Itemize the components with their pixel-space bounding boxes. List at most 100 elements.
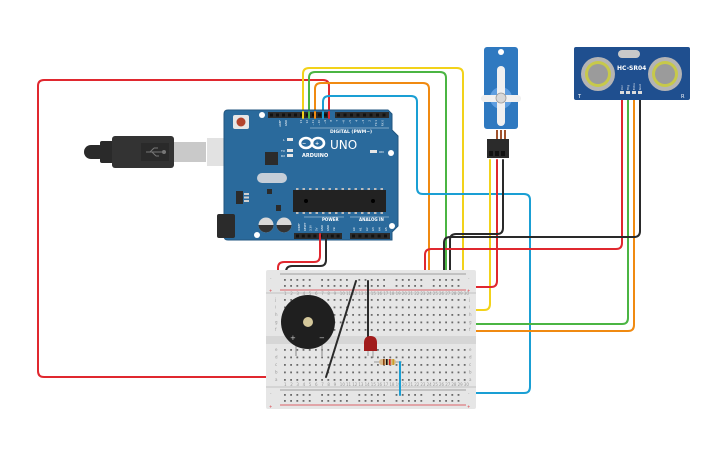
- header-pin[interactable]: [350, 113, 353, 117]
- breadboard-hole[interactable]: [284, 299, 286, 301]
- breadboard-hole[interactable]: [463, 321, 466, 324]
- rail-hole[interactable]: [358, 285, 361, 287]
- rail-hole[interactable]: [432, 394, 435, 396]
- breadboard-hole[interactable]: [463, 349, 466, 351]
- rail-hole[interactable]: [327, 285, 330, 287]
- breadboard-hole[interactable]: [358, 306, 361, 309]
- breadboard-hole[interactable]: [408, 364, 410, 366]
- breadboard-hole[interactable]: [333, 329, 336, 331]
- breadboard-hole[interactable]: [358, 371, 361, 374]
- breadboard-hole[interactable]: [377, 356, 379, 359]
- rail-hole[interactable]: [290, 279, 292, 281]
- wire-red-servo-power[interactable]: [457, 159, 498, 288]
- breadboard-hole[interactable]: [408, 379, 410, 381]
- breadboard-hole[interactable]: [383, 299, 385, 301]
- breadboard-hole[interactable]: [346, 349, 348, 351]
- rail-hole[interactable]: [321, 400, 323, 402]
- breadboard-hole[interactable]: [389, 306, 392, 309]
- rail-hole[interactable]: [395, 394, 398, 396]
- breadboard-hole[interactable]: [439, 371, 441, 374]
- breadboard-hole[interactable]: [296, 379, 299, 381]
- breadboard-hole[interactable]: [395, 356, 398, 359]
- breadboard-hole[interactable]: [290, 379, 292, 381]
- breadboard-hole[interactable]: [439, 306, 441, 309]
- breadboard-hole[interactable]: [426, 314, 429, 316]
- header-pin[interactable]: [337, 113, 340, 117]
- breadboard-hole[interactable]: [414, 349, 416, 351]
- rail-hole[interactable]: [296, 400, 299, 402]
- header-pin[interactable]: [300, 113, 303, 117]
- wire-red-5v[interactable]: [277, 237, 321, 289]
- breadboard-hole[interactable]: [358, 364, 361, 366]
- header-pin[interactable]: [377, 234, 381, 238]
- header-pin[interactable]: [282, 113, 285, 117]
- rail-hole[interactable]: [333, 279, 336, 281]
- breadboard-hole[interactable]: [339, 379, 342, 381]
- rail-hole[interactable]: [290, 285, 292, 287]
- header-pin[interactable]: [270, 113, 273, 117]
- breadboard-hole[interactable]: [321, 364, 323, 366]
- breadboard-hole[interactable]: [457, 356, 460, 359]
- rail-hole[interactable]: [445, 394, 447, 396]
- breadboard-hole[interactable]: [315, 379, 317, 381]
- breadboard-hole[interactable]: [296, 349, 299, 351]
- breadboard-hole[interactable]: [420, 356, 423, 359]
- header-pin[interactable]: [276, 113, 279, 117]
- rail-hole[interactable]: [377, 279, 379, 281]
- breadboard-hole[interactable]: [395, 364, 398, 366]
- breadboard-hole[interactable]: [426, 349, 429, 351]
- breadboard-hole[interactable]: [432, 356, 435, 359]
- breadboard-hole[interactable]: [457, 321, 460, 324]
- rail-hole[interactable]: [333, 394, 336, 396]
- header-pin[interactable]: [324, 113, 327, 117]
- breadboard-hole[interactable]: [346, 321, 348, 324]
- breadboard-hole[interactable]: [408, 329, 410, 331]
- breadboard-hole[interactable]: [408, 299, 410, 301]
- breadboard-hole[interactable]: [389, 356, 392, 359]
- breadboard-hole[interactable]: [352, 349, 354, 351]
- breadboard-hole[interactable]: [308, 356, 311, 359]
- breadboard-hole[interactable]: [414, 364, 416, 366]
- breadboard-hole[interactable]: [426, 329, 429, 331]
- header-pin[interactable]: [330, 234, 334, 238]
- rail-hole[interactable]: [333, 400, 336, 402]
- breadboard-hole[interactable]: [408, 349, 410, 351]
- breadboard-hole[interactable]: [383, 321, 385, 324]
- header-pin[interactable]: [352, 234, 355, 238]
- breadboard-hole[interactable]: [426, 371, 429, 374]
- rail-hole[interactable]: [308, 394, 311, 396]
- breadboard-hole[interactable]: [426, 299, 429, 301]
- breadboard-hole[interactable]: [463, 371, 466, 374]
- breadboard-hole[interactable]: [284, 371, 286, 374]
- breadboard-hole[interactable]: [308, 371, 311, 374]
- breadboard-hole[interactable]: [302, 364, 305, 366]
- breadboard-hole[interactable]: [321, 371, 323, 374]
- rail-hole[interactable]: [296, 394, 299, 396]
- breadboard-hole[interactable]: [358, 299, 361, 301]
- breadboard-hole[interactable]: [321, 379, 323, 381]
- breadboard-hole[interactable]: [401, 306, 404, 309]
- breadboard-hole[interactable]: [445, 356, 447, 359]
- breadboard-hole[interactable]: [432, 371, 435, 374]
- breadboard-hole[interactable]: [296, 364, 299, 366]
- rail-hole[interactable]: [432, 285, 435, 287]
- rail-hole[interactable]: [339, 394, 342, 396]
- breadboard-hole[interactable]: [383, 379, 385, 381]
- breadboard-hole[interactable]: [389, 299, 392, 301]
- breadboard-hole[interactable]: [420, 299, 423, 301]
- breadboard-hole[interactable]: [445, 364, 447, 366]
- breadboard-hole[interactable]: [370, 306, 373, 309]
- rail-hole[interactable]: [339, 400, 342, 402]
- breadboard-hole[interactable]: [383, 306, 385, 309]
- breadboard-hole[interactable]: [451, 356, 454, 359]
- breadboard-hole[interactable]: [420, 349, 423, 351]
- breadboard-hole[interactable]: [327, 364, 330, 366]
- breadboard-hole[interactable]: [339, 314, 342, 316]
- breadboard-hole[interactable]: [457, 314, 460, 316]
- breadboard-hole[interactable]: [370, 299, 373, 301]
- rail-hole[interactable]: [358, 394, 361, 396]
- rail-hole[interactable]: [439, 400, 441, 402]
- breadboard-hole[interactable]: [439, 356, 441, 359]
- usb-cable[interactable]: [84, 136, 233, 168]
